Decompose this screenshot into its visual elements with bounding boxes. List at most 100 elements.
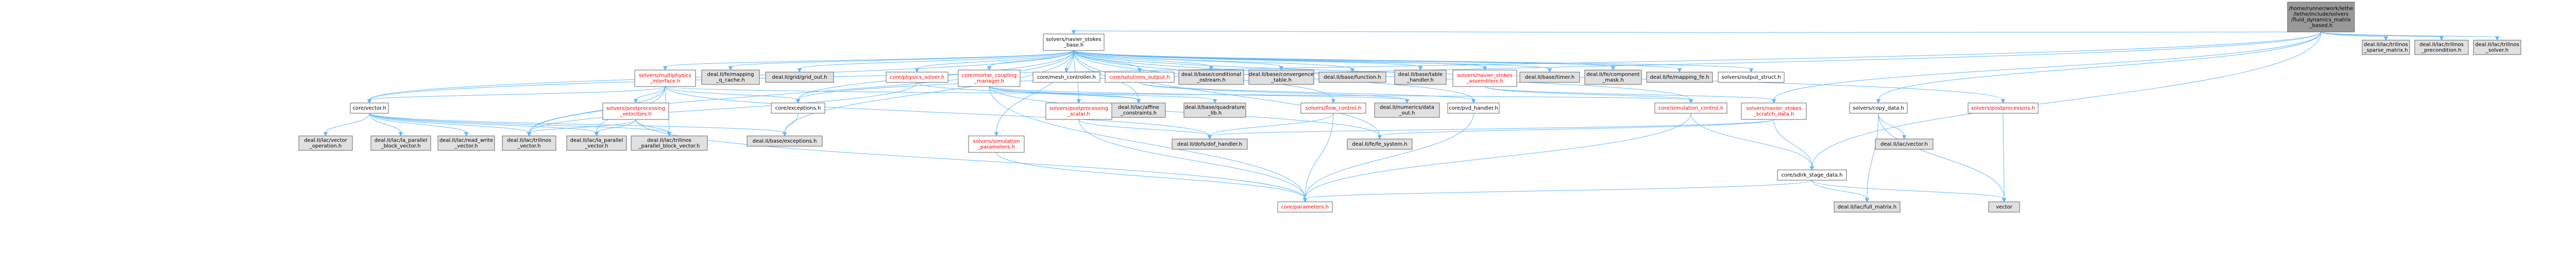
edge-rk_stage_data-to-full_matrix	[1811, 180, 1870, 203]
node-label: _scalar.h	[1067, 112, 1090, 117]
node-label: deal.II/lac/vector.h	[1880, 142, 1928, 147]
node-label: core/parameters.h	[1281, 204, 1329, 210]
node-label: deal.II/lac/trilinos	[2364, 42, 2408, 48]
node-dealii-trilinos-sparse-matrix: deal.II/lac/trilinos_sparse_matrix.h	[2362, 40, 2410, 55]
node-box	[2473, 40, 2521, 55]
edge-ns_scratch-to-rk_stage_data	[1773, 119, 1815, 171]
node-label: solvers/copy_data.h	[1853, 106, 1904, 111]
node-simulation-parameters[interactable]: solvers/simulation_parameters.h	[968, 135, 1025, 153]
node-la-parallel-vector: deal.II/lac/la_parallel_vector.h	[566, 135, 627, 151]
edge-ns_assemblers-to-ns_scratch	[1484, 86, 1776, 104]
node-label: solvers/flow_control.h	[1306, 106, 1362, 111]
node-label: _assemblers.h	[1466, 79, 1503, 84]
edge-root-to-dealii_trilinos_solver	[2320, 31, 2500, 41]
edge-rk_stage_data-to-vector	[1811, 180, 2007, 203]
node-base-function: deal.II/base/function.h	[1318, 72, 1386, 83]
node-box	[1178, 70, 1244, 85]
node-fe-system: deal.II/fe/fe_system.h	[1347, 138, 1413, 150]
node-box	[1248, 70, 1314, 85]
node-vector: vector	[1988, 201, 2020, 213]
node-label: _parameters.h	[977, 145, 1015, 150]
node-label: deal.II/lac/trilinos	[507, 138, 551, 144]
node-pp-velocities[interactable]: solvers/postprocessing_velocities.h	[602, 102, 669, 120]
edge-core_vector-to-read_write_vector	[369, 113, 469, 137]
node-box	[370, 135, 431, 151]
node-root[interactable]: /home/runner/work/lethe/lethe/include/so…	[2287, 2, 2355, 32]
node-box	[1277, 201, 1333, 213]
node-simulation-control[interactable]: core/simulation_control.h	[1654, 102, 1727, 114]
node-label: _lib.h	[1208, 111, 1222, 116]
node-component-mask: deal.II/fe/component_mask.h	[1584, 70, 1642, 85]
node-box	[631, 135, 708, 151]
node-fe-mapping-cache: deal.II/fe/mapping_q_cache.h	[701, 70, 760, 85]
node-box	[2362, 40, 2410, 55]
node-box	[634, 70, 696, 87]
node-ns-base[interactable]: solvers/navier_stokes_base.h	[1043, 33, 1105, 51]
edge-root-to-dealii_trilinos_sparse_matrix	[2320, 31, 2388, 41]
edge-core_vector-to-base_exceptions	[369, 113, 787, 137]
node-box	[2414, 40, 2469, 55]
edge-ns_base-to-multiphysics	[663, 50, 1074, 71]
node-lac-vector: deal.II/lac/vector.h	[1875, 138, 1934, 150]
node-postprocessors[interactable]: solvers/postprocessors.h	[1968, 102, 2039, 114]
node-label: core/solutions_output.h	[1109, 75, 1170, 80]
node-box	[771, 102, 825, 114]
node-label: deal.II/base/timer.h	[1525, 75, 1574, 80]
node-label: vector	[1996, 204, 2013, 210]
node-box	[1834, 201, 1901, 213]
node-solutions-output[interactable]: core/solutions_output.h	[1105, 72, 1175, 83]
node-label: core/mesh_controller.h	[1037, 75, 1096, 80]
node-multiphysics[interactable]: solvers/multiphysics_interface.h	[634, 70, 696, 87]
node-label: solvers/postprocessors.h	[1971, 106, 2035, 111]
nodes-layer: /home/runner/work/lethe/lethe/include/so…	[298, 2, 2521, 213]
node-label: deal.II/base/function.h	[1324, 75, 1381, 80]
node-table-handler: deal.II/base/table_handler.h	[1394, 70, 1447, 85]
edge-copy_data-to-lac_vector	[1878, 113, 1907, 140]
node-label: _interface.h	[649, 79, 680, 84]
node-flow-control[interactable]: solvers/flow_control.h	[1300, 102, 1366, 114]
node-read-write-vector: deal.II/lac/read_write_vector.h	[437, 135, 495, 151]
node-ns-assemblers[interactable]: solvers/navier_stokes_assemblers.h	[1452, 70, 1517, 87]
node-core-exceptions[interactable]: core/exceptions.h	[771, 102, 825, 114]
node-core-vector[interactable]: core/vector.h	[350, 102, 389, 114]
node-mapping-fe: deal.II/fe/mapping_fe.h	[1646, 72, 1713, 83]
node-label: solvers/output_struct.h	[1721, 75, 1781, 80]
node-label: solvers/navier_stokes	[1746, 106, 1801, 112]
node-label: deal.II/lac/vector	[304, 138, 347, 144]
node-label: _out.h	[1399, 111, 1415, 116]
node-box	[298, 135, 353, 151]
node-pp-scalar[interactable]: solvers/postprocessing_scalar.h	[1045, 102, 1112, 120]
node-base-timer: deal.II/base/timer.h	[1519, 72, 1580, 83]
node-ns-scratch[interactable]: solvers/navier_stokes_scratch_data.h	[1741, 102, 1807, 120]
node-box	[1318, 72, 1386, 83]
node-label: deal.II/base/exceptions.h	[753, 138, 817, 144]
node-rk-stage-data[interactable]: core/sdirk_stage_data.h	[1777, 169, 1847, 181]
node-mortar[interactable]: core/mortar_coupling_manager.h	[958, 70, 1021, 87]
node-label: deal.II/lac/trilinos	[2419, 42, 2464, 48]
node-label: solvers/postprocessing	[1049, 106, 1108, 112]
node-core-parameters[interactable]: core/parameters.h	[1277, 201, 1333, 213]
node-vector-operation: deal.II/lac/vector_operation.h	[298, 135, 353, 151]
node-label: _scratch_data.h	[1753, 112, 1794, 117]
node-label: solvers/multiphysics	[639, 73, 691, 79]
node-label: deal.II/numerics/data	[1380, 105, 1434, 111]
node-label: _vector.h	[454, 144, 478, 149]
edge-root-to-dealii_trilinos_precondition	[2320, 31, 2444, 41]
node-label: solvers/navier_stokes	[1457, 73, 1512, 79]
node-mesh-controller[interactable]: core/mesh_controller.h	[1032, 72, 1100, 83]
node-label: core/exceptions.h	[775, 106, 821, 111]
node-affine-constraints: deal.II/lac/affine_constraints.h	[1111, 102, 1166, 118]
node-output-struct[interactable]: solvers/output_struct.h	[1718, 72, 1785, 83]
edge-root-to-ns_scratch	[1771, 31, 2321, 104]
node-box	[1172, 138, 1248, 150]
node-box	[1777, 169, 1847, 181]
node-copy-data[interactable]: solvers/copy_data.h	[1849, 102, 1908, 114]
node-box	[437, 135, 495, 151]
node-pvd-handler[interactable]: core/pvd_handler.h	[1447, 102, 1500, 114]
node-box	[1300, 102, 1366, 114]
node-physics-solver[interactable]: core/physics_solver.h	[886, 72, 948, 83]
node-quadrature-lib: deal.II/base/quadrature_lib.h	[1183, 102, 1246, 118]
node-box	[1105, 72, 1175, 83]
node-label: deal.II/lac/la_parallel	[570, 138, 623, 144]
node-box	[1043, 33, 1105, 51]
